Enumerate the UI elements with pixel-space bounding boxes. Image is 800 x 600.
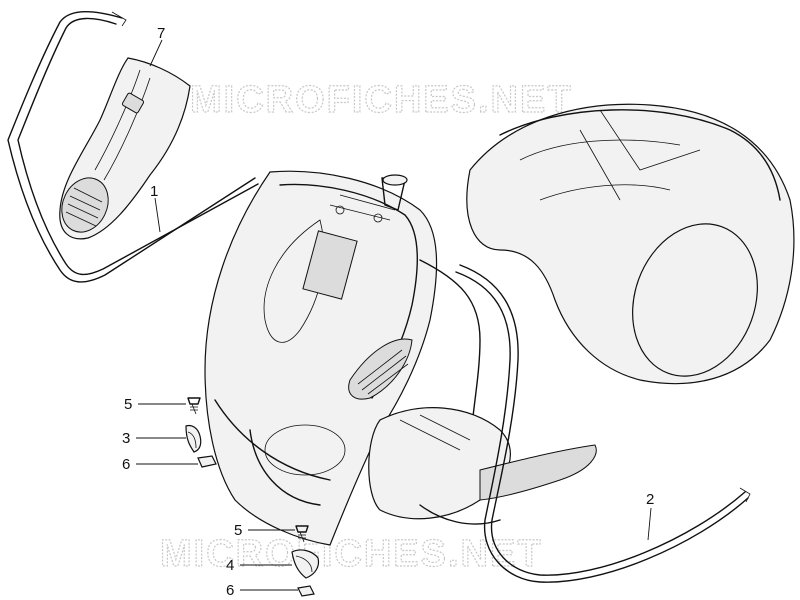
callout-4: 4 <box>226 557 234 574</box>
watermark-top: MICROFICHES.NET <box>190 79 573 121</box>
watermark-bottom: MICROFICHES.NET <box>160 533 543 575</box>
part-6-nut-b <box>297 585 315 597</box>
callout-1: 1 <box>150 183 158 200</box>
callout-2: 2 <box>646 491 654 508</box>
legshield-body <box>204 170 438 546</box>
part-7-horn-cover <box>59 57 191 240</box>
callout-5-a: 5 <box>124 396 132 413</box>
rear-side-panel <box>368 103 795 525</box>
part-5-screw-b <box>295 525 309 543</box>
part-4-clip <box>291 549 320 579</box>
part-5-screw-a <box>187 397 201 415</box>
callout-5-b: 5 <box>234 522 242 539</box>
part-2-edge-trim <box>455 264 751 583</box>
leader-lines <box>136 39 652 591</box>
callout-7: 7 <box>157 25 165 42</box>
part-3-clip <box>185 424 202 453</box>
part-6-nut-a <box>197 455 217 468</box>
callout-6-a: 6 <box>122 456 130 473</box>
callout-6-b: 6 <box>226 582 234 599</box>
callout-3: 3 <box>122 430 130 447</box>
part-1-edge-trim <box>7 11 259 283</box>
